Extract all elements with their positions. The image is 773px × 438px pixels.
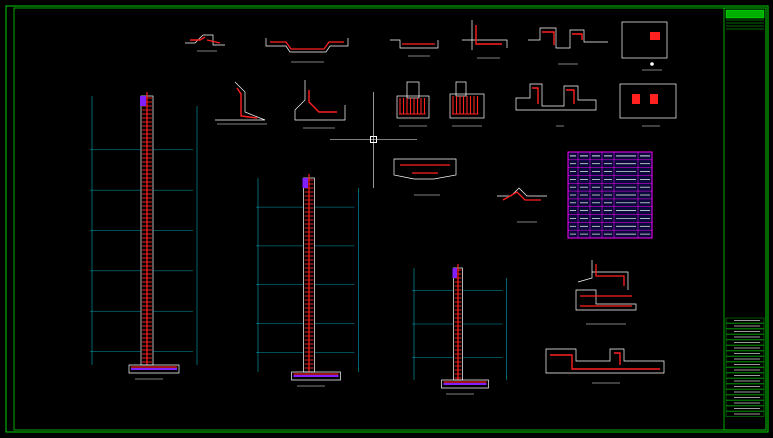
title-block-cell — [725, 394, 765, 401]
title-block-cell — [725, 411, 765, 417]
title-block-cell — [725, 323, 765, 329]
title-block-cell — [725, 378, 765, 384]
title-block-cell — [725, 339, 765, 346]
title-block-cell — [725, 400, 765, 406]
detail-mid-2 — [294, 80, 346, 129]
bottom-beam-section — [545, 348, 665, 384]
title-block-cell — [725, 367, 765, 373]
wall-elevation-2 — [256, 174, 359, 387]
detail-lower-2 — [575, 289, 637, 325]
wall-section-mid — [393, 158, 457, 196]
detail-top-1 — [185, 34, 225, 52]
detail-lower-1 — [577, 260, 629, 290]
wall-elevation-1 — [90, 92, 198, 380]
title-block-cell — [725, 405, 765, 412]
detail-top-2 — [265, 38, 349, 63]
title-block-logo — [725, 9, 765, 19]
title-block — [723, 7, 767, 431]
title-block-cell — [725, 350, 765, 357]
title-block-cell — [725, 317, 765, 324]
rebar-schedule-table — [567, 151, 653, 239]
title-block-cell — [725, 345, 765, 351]
title-block-cell — [725, 383, 765, 390]
detail-footing-1 — [396, 81, 430, 127]
title-block-cell — [725, 334, 765, 340]
title-block-top-lines — [726, 19, 764, 30]
detail-top-4 — [462, 20, 508, 59]
detail-mid-1 — [215, 81, 267, 125]
title-block-info-cells — [725, 317, 765, 417]
detail-mid-3 — [515, 83, 597, 127]
detail-top-5 — [528, 27, 608, 65]
title-block-cell — [725, 389, 765, 395]
cad-pickbox[interactable] — [370, 136, 377, 143]
inner-frame — [13, 7, 767, 431]
outer-frame — [5, 5, 769, 433]
detail-top-3 — [390, 39, 439, 57]
title-block-cell — [725, 372, 765, 379]
cad-crosshair — [330, 92, 417, 188]
detail-footing-2 — [449, 81, 485, 127]
title-block-cell — [725, 356, 765, 362]
detail-mid-plan — [619, 83, 677, 127]
title-block-cell — [725, 328, 765, 335]
title-block-cell — [725, 361, 765, 368]
wall-elevation-3 — [412, 264, 507, 395]
wall-section-small — [497, 187, 547, 223]
detail-top-plan — [621, 21, 668, 71]
